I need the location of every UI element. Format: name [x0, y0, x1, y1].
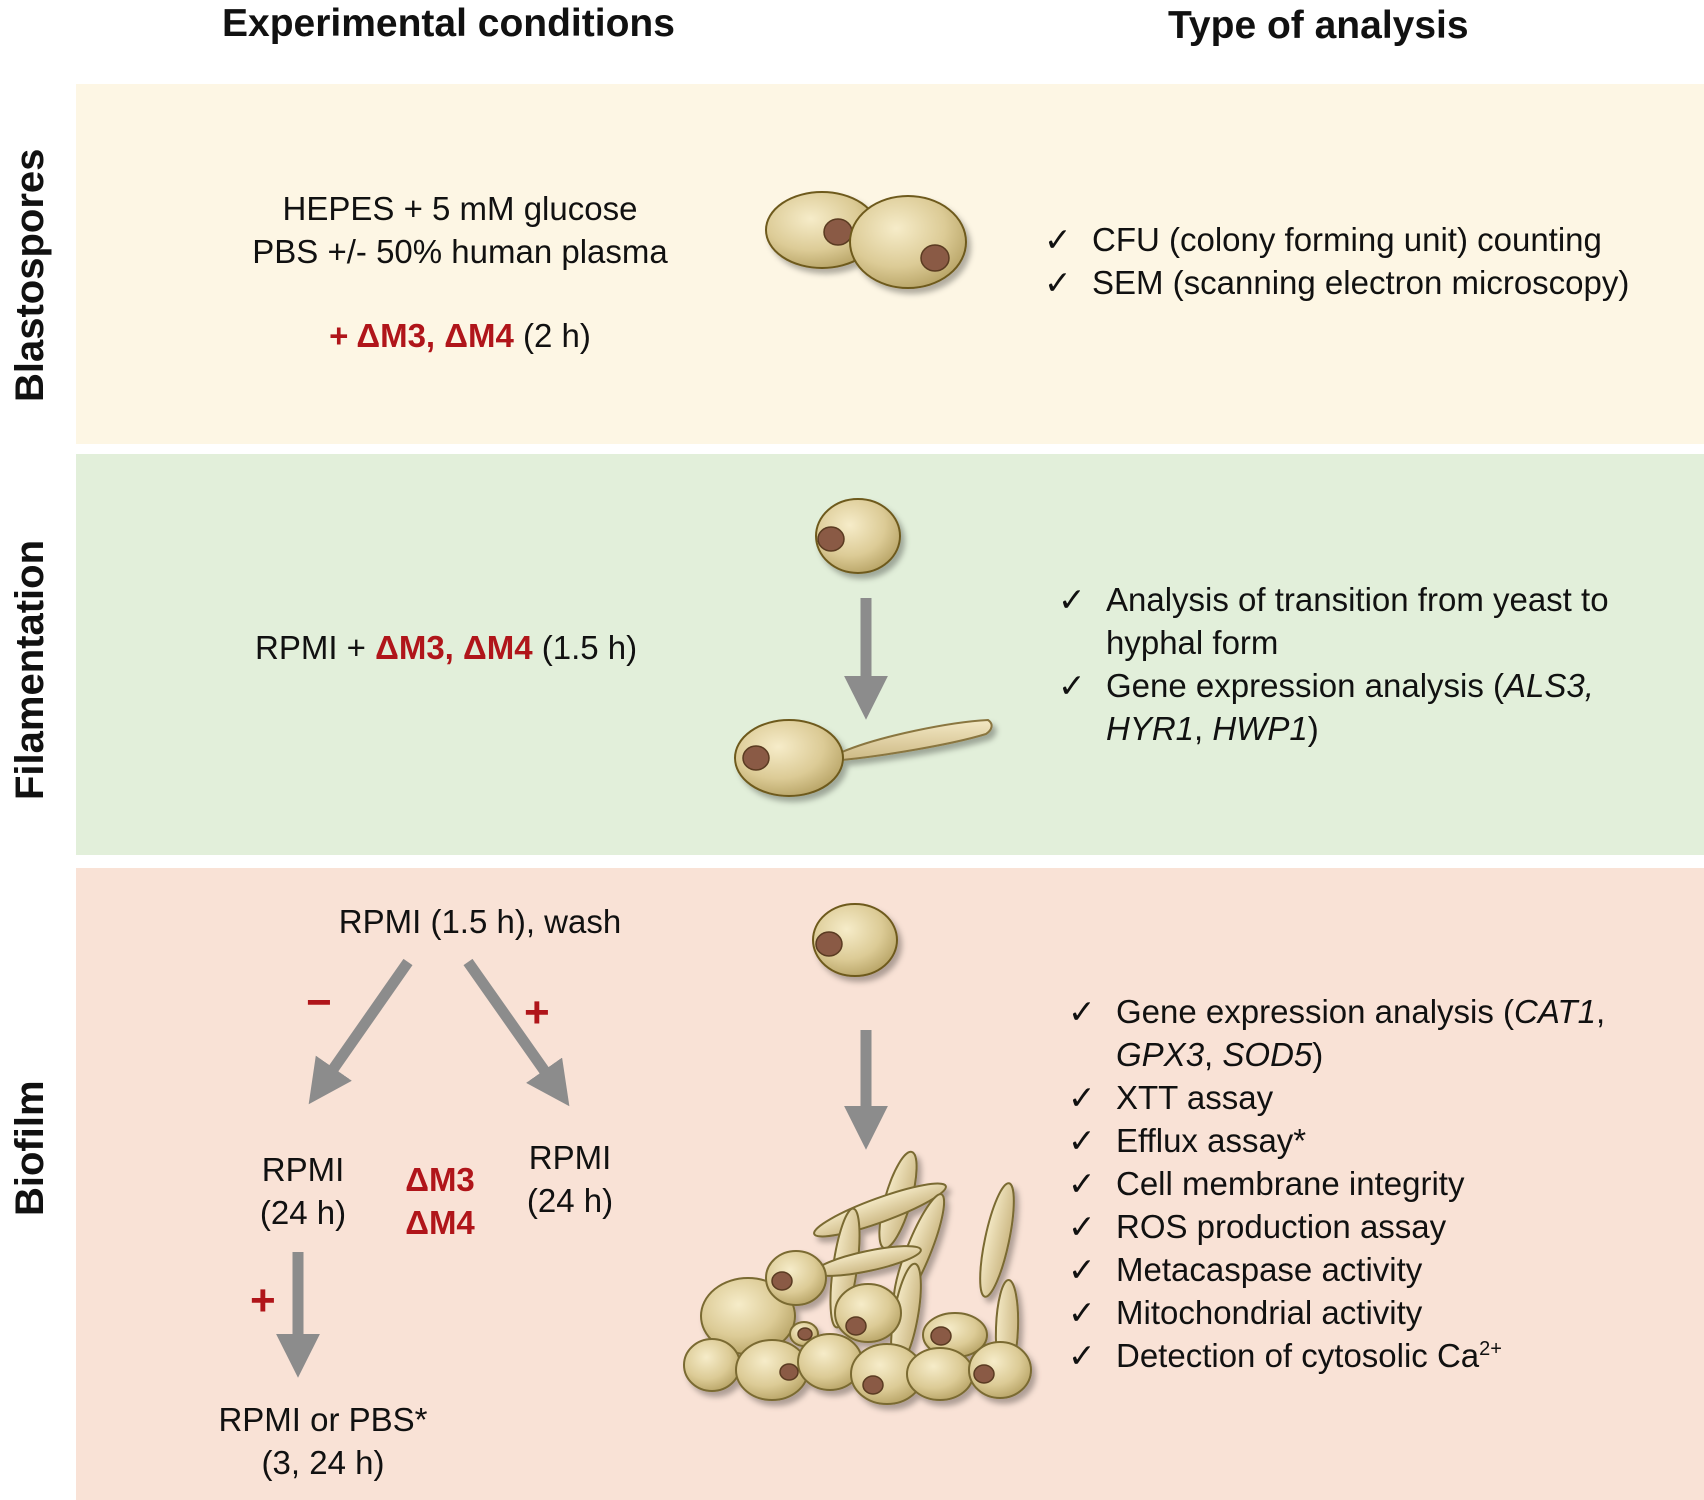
biofilm-yeast-cell-icon [812, 903, 898, 977]
blastospores-treatment-agents: + ΔM3, ΔM4 [329, 317, 514, 354]
biofilm-final-condition-line1: RPMI or PBS* [218, 1401, 428, 1438]
filamentation-analysis-item-cont: hyphal form [1106, 624, 1279, 661]
header-type-of-analysis: Type of analysis [1168, 4, 1469, 47]
blastospores-condition-line1: HEPES + 5 mM glucose [282, 190, 638, 227]
filamentation-treatment-agents: ΔM3, ΔM4 [375, 629, 533, 666]
biofilm-cluster-icon [683, 1150, 1032, 1405]
biofilm-analysis-item-cont: GPX3, SOD5) [1116, 1036, 1324, 1073]
biofilm-minus-sign: − [306, 978, 332, 1027]
blastospore-cell-pair-icon [765, 191, 967, 289]
gene-hwp1: HWP1 [1212, 710, 1308, 747]
header-experimental-conditions: Experimental conditions [222, 2, 675, 45]
biofilm-plus-arrow-icon [463, 958, 570, 1107]
biofilm-left-branch-line1: RPMI [261, 1151, 345, 1188]
biofilm-treatment-line2: ΔM4 [405, 1204, 475, 1241]
hyphal-cell-icon [734, 718, 993, 797]
biofilm-lower-plus-sign: + [250, 1276, 276, 1325]
filamentation-condition: RPMI + ΔM3, ΔM4 (1.5 h) [255, 629, 638, 666]
biofilm-left-branch-line2: (24 h) [259, 1194, 347, 1231]
gene-hyr1: HYR1 [1106, 710, 1195, 747]
gene-sod5: SOD5 [1222, 1036, 1313, 1073]
gene-cat1: CAT1 [1514, 993, 1596, 1030]
biofilm-right-branch-line2: (24 h) [526, 1182, 614, 1219]
gene-gpx3: GPX3 [1116, 1036, 1205, 1073]
biofilm-minus-arrow-icon [308, 958, 413, 1105]
biofilm-final-condition-line2: (3, 24 h) [261, 1444, 385, 1481]
biofilm-start-condition: RPMI (1.5 h), wash [338, 903, 622, 940]
biofilm-plus-sign: + [524, 988, 550, 1037]
yeast-cell-icon [815, 498, 901, 574]
blastospores-treatment: + ΔM3, ΔM4 (2 h) [160, 314, 760, 357]
blastospores-condition-line2: PBS +/- 50% human plasma [252, 233, 668, 270]
filamentation-analysis-item-cont: HYR1, HWP1) [1106, 710, 1319, 747]
gene-als3: ALS3, [1504, 667, 1594, 704]
biofilm-right-branch-line1: RPMI [528, 1139, 612, 1176]
biofilm-treatment-line1: ΔM3 [405, 1161, 475, 1198]
blastospores-treatment-duration: (2 h) [513, 317, 591, 354]
